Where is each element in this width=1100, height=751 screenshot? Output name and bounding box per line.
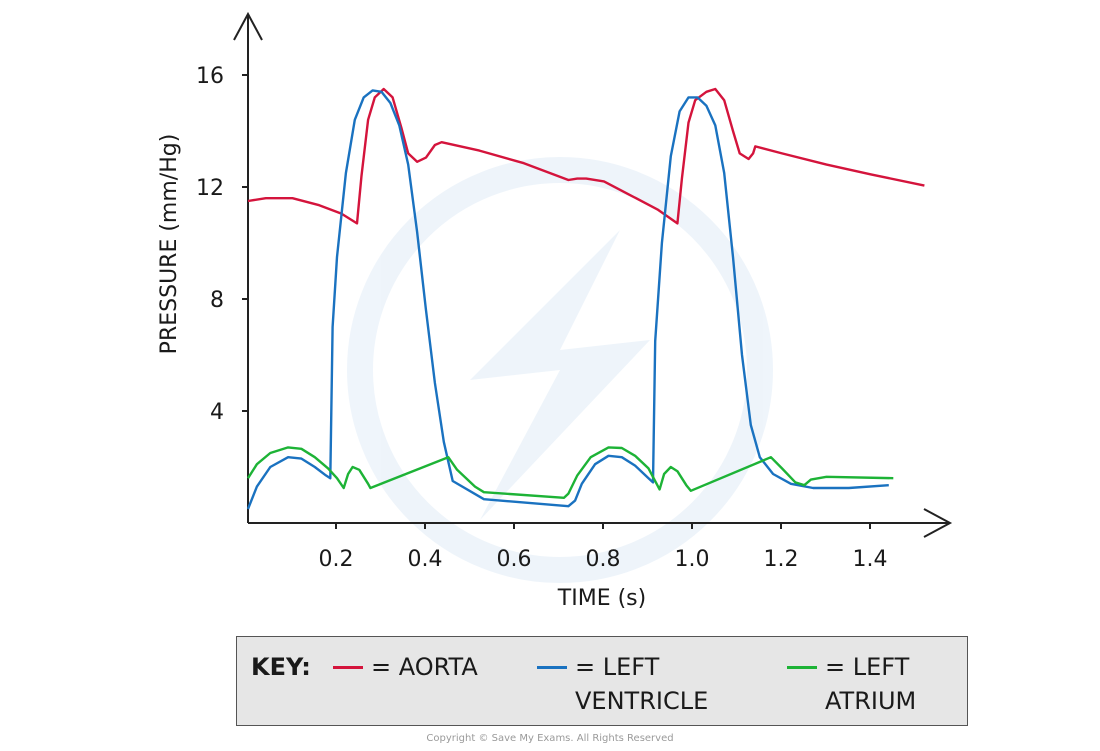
x-tick-1.0: 1.0	[675, 523, 710, 572]
x-tick-label: 1.2	[764, 547, 799, 572]
y-tick-16: 16	[196, 64, 248, 89]
x-tick-label: 0.4	[408, 547, 443, 572]
copyright-text: Copyright © Save My Exams. All Rights Re…	[426, 733, 674, 744]
x-tick-0.8: 0.8	[586, 523, 621, 572]
x-tick-label: 0.8	[586, 547, 621, 572]
y-axis-arrow	[233, 11, 263, 41]
left-atrium-swatch	[787, 666, 817, 669]
chart-key: KEY: = AORTA = LEFT VENTRICLE = LEFT ATR…	[236, 636, 968, 726]
y-tick-4: 4	[210, 400, 248, 425]
x-tick-label: 1.0	[675, 547, 710, 572]
key-item-label: = AORTA	[371, 653, 478, 681]
x-axis-arrow	[923, 508, 953, 538]
pressure-chart: 4 8 12 16 0.2 0.4 0.6 0.8 1.0 1.2 1.4	[157, 11, 953, 611]
y-tick-label: 8	[210, 288, 224, 313]
x-tick-label: 1.4	[853, 547, 888, 572]
key-item-left-atrium: = LEFT ATRIUM	[787, 650, 916, 718]
y-axis-title: PRESSURE (mm/Hg)	[157, 134, 182, 355]
y-tick-8: 8	[210, 288, 248, 313]
x-tick-label: 0.2	[319, 547, 354, 572]
x-tick-1.4: 1.4	[853, 523, 888, 572]
y-tick-label: 4	[210, 400, 224, 425]
aorta-line	[247, 87, 925, 225]
y-tick-label: 12	[196, 176, 224, 201]
left-ventricle-swatch	[537, 666, 567, 669]
x-axis-title: TIME (s)	[557, 586, 646, 611]
key-item-label: = LEFT VENTRICLE	[575, 653, 709, 715]
key-item-left-ventricle: = LEFT VENTRICLE	[537, 650, 708, 718]
key-title: KEY:	[251, 653, 311, 681]
x-tick-0.2: 0.2	[319, 523, 354, 572]
y-tick-12: 12	[196, 176, 248, 201]
x-tick-label: 0.6	[497, 547, 532, 572]
x-tick-1.2: 1.2	[764, 523, 799, 572]
watermark-logo	[347, 157, 773, 583]
x-tick-0.4: 0.4	[408, 523, 443, 572]
aorta-swatch	[333, 666, 363, 669]
y-tick-label: 16	[196, 64, 224, 89]
series-layer	[246, 87, 925, 510]
x-tick-0.6: 0.6	[497, 523, 532, 572]
key-item-label: = LEFT ATRIUM	[825, 653, 917, 715]
left-ventricle-line	[246, 89, 889, 510]
key-item-aorta: = AORTA	[333, 650, 478, 684]
left-atrium-line	[246, 446, 894, 499]
